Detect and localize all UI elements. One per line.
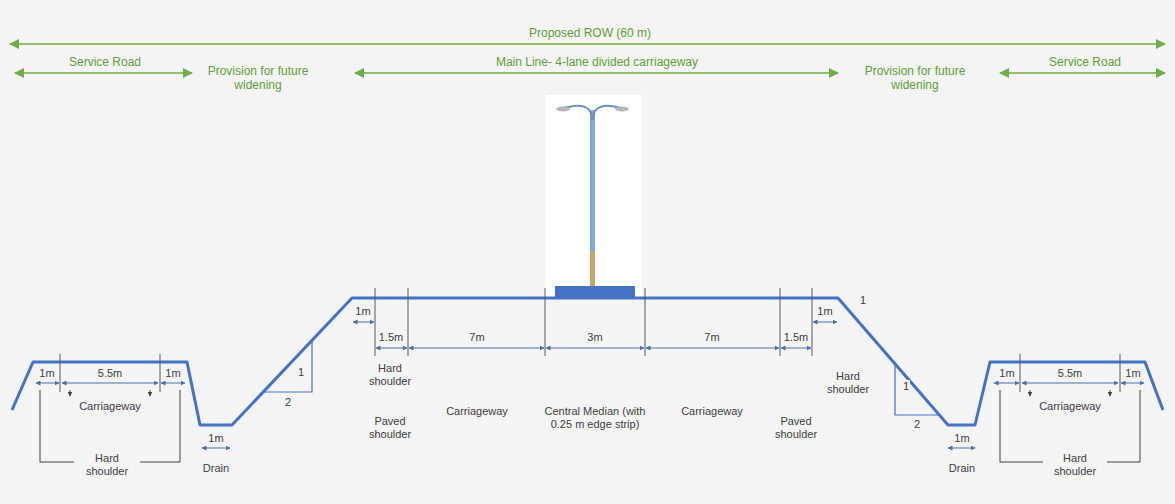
dimension-label: 5.5m (97, 367, 123, 380)
dimension-label: 1m (207, 432, 224, 445)
dimension-label: 1m (998, 367, 1015, 380)
part-label: Carriageway (680, 405, 744, 418)
dimension-label: 1.5m (378, 331, 404, 344)
dimension-label: 1m (164, 367, 181, 380)
dimension-label: 7m (703, 331, 720, 344)
section-label: Main Line- 4-lane divided carriageway (495, 55, 699, 69)
part-label: Paved shoulder (359, 415, 421, 441)
slope-triangles (264, 340, 939, 415)
slope-ratio: 2 (284, 396, 292, 409)
slope-ratio: 1 (297, 366, 305, 379)
dimension-label: 1m (816, 305, 833, 318)
part-label: Hard shoulder (820, 370, 877, 396)
street-lamp (545, 95, 642, 297)
slope-ratio: 2 (913, 418, 921, 431)
dimension-label: 1.5m (783, 331, 809, 344)
dimension-label: 1m (354, 305, 371, 318)
part-label: Hard shoulder (76, 452, 138, 478)
row-dimension-arrows (10, 44, 1165, 73)
dimension-label: 1m (38, 367, 55, 380)
dimension-label: 1m (1124, 367, 1141, 380)
section-label: Service Road (68, 55, 142, 69)
slope-ratio: 1 (902, 380, 910, 393)
part-label: Carriageway (445, 405, 509, 418)
part-label: Paved shoulder (765, 415, 827, 441)
part-label: Central Median (with 0.25 m edge strip) (537, 405, 654, 431)
part-label: Carriageway (1038, 400, 1102, 413)
part-label: Hard shoulder (359, 362, 421, 388)
slope-ratio: 1 (859, 294, 867, 307)
section-label: Provision for future widening (859, 64, 971, 92)
section-label: Service Road (1048, 55, 1122, 69)
part-label: Hard shoulder (1044, 452, 1106, 478)
part-label: Carriageway (78, 400, 142, 413)
leader-lines (40, 390, 1140, 462)
dimension-arrows (36, 322, 1144, 448)
row-label: Proposed ROW (60 m) (528, 26, 652, 40)
dimension-label: 5.5m (1057, 367, 1083, 380)
division-ticks (60, 288, 1120, 392)
dimension-label: 3m (586, 331, 603, 344)
part-label: Drain (948, 462, 976, 475)
dimension-label: 1m (953, 432, 970, 445)
section-label: Provision for future widening (202, 64, 314, 92)
part-label: Drain (202, 462, 230, 475)
dimension-label: 7m (468, 331, 485, 344)
